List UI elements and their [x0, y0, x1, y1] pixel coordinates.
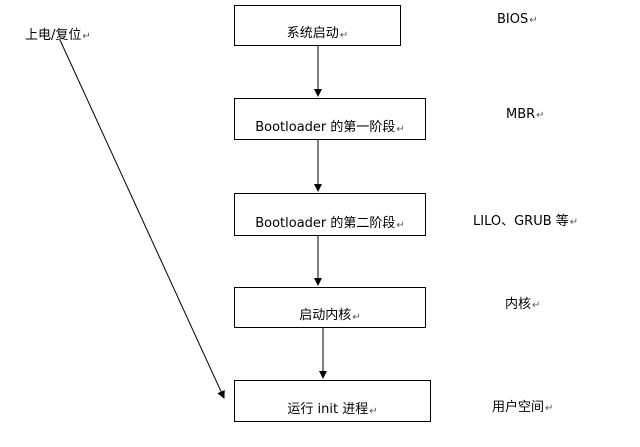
stage-init-box: 运行 init 进程↵ [234, 380, 431, 422]
return-mark: ↵ [369, 406, 378, 417]
stage-kernel-note-text: 内核 [505, 297, 532, 312]
stage-kernel-note: 内核↵ [505, 293, 540, 312]
stage-bootloader-1-note: MBR↵ [506, 107, 545, 122]
stage-system-boot-text: 系统启动 [286, 26, 339, 41]
stage-system-boot-note-text: BIOS [497, 12, 529, 27]
return-mark: ↵ [545, 403, 554, 414]
power-on-reset-label: 上电/复位↵ [25, 24, 91, 43]
stage-init-note-text: 用户空间 [492, 400, 545, 415]
return-mark: ↵ [396, 124, 405, 135]
stage-init-note: 用户空间↵ [492, 396, 553, 415]
stage-bootloader-2-note: LILO、GRUB 等↵ [473, 210, 578, 229]
stage-bootloader-1-note-text: MBR [506, 107, 536, 122]
stage-system-boot-note: BIOS↵ [497, 12, 538, 27]
return-mark: ↵ [569, 217, 579, 228]
return-mark: ↵ [536, 110, 545, 121]
stage-bootloader-2-box: Bootloader 的第二阶段↵ [234, 193, 426, 236]
power-on-reset-text: 上电/复位 [25, 28, 82, 43]
return-mark: ↵ [396, 220, 405, 231]
stage-bootloader-1-text: Bootloader 的第一阶段 [255, 120, 396, 135]
stage-bootloader-1-box: Bootloader 的第一阶段↵ [234, 98, 426, 140]
return-mark: ↵ [82, 31, 91, 42]
stage-system-boot-box: 系统启动↵ [234, 5, 401, 46]
return-mark: ↵ [532, 300, 541, 311]
return-mark: ↵ [529, 15, 538, 26]
stage-kernel-box: 启动内核↵ [234, 287, 426, 328]
stage-kernel-text: 启动内核 [299, 308, 352, 323]
stage-bootloader-2-text: Bootloader 的第二阶段 [255, 216, 396, 231]
return-mark: ↵ [339, 30, 349, 41]
return-mark: ↵ [352, 312, 361, 323]
stage-bootloader-2-note-text: LILO、GRUB 等 [473, 214, 569, 229]
stage-init-text: 运行 init 进程 [287, 402, 369, 417]
arrow-power-on-to-init [59, 39, 225, 399]
